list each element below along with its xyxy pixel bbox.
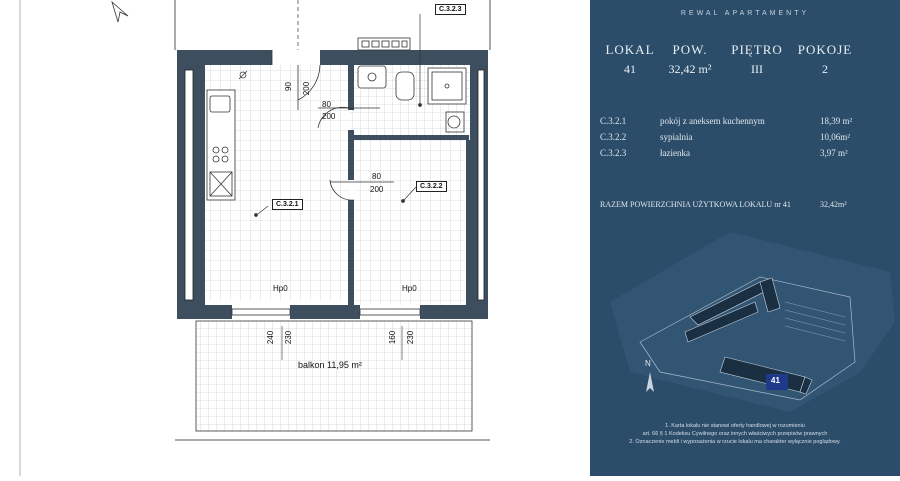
summary-lokal-value: 41 (624, 62, 636, 76)
summary-pow-value: 32,42 m² (668, 62, 712, 76)
summary-pokoje: POKOJE 2 (790, 42, 860, 77)
note-line: art. 66 § 1 Kodeksu Cywilnego oraz innyc… (642, 431, 828, 437)
note-line: 1. Karta lokalu nie stanowi oferty handl… (665, 423, 805, 429)
unit-marker (766, 374, 788, 390)
floor-plan-drawing (19, 0, 491, 476)
site-plan (610, 232, 895, 412)
unit-number-label: 41 (771, 376, 780, 385)
dim-bath-door-width: 80 (322, 100, 331, 109)
summary-pietro: PIĘTRO III (722, 42, 792, 77)
summary-pokoje-value: 2 (822, 62, 828, 76)
north-label: N (645, 359, 651, 368)
dim-window-left-a: 240 (266, 330, 276, 345)
room-label-bedroom: C.3.2.2 (416, 181, 447, 192)
summary-pow: POW. 32,42 m² (655, 42, 725, 77)
room-code: C.3.2.3 (600, 148, 627, 158)
dim-window-left-b: 230 (284, 330, 294, 345)
room-area: 10,06m² (820, 132, 850, 142)
note-line: 2. Oznaczenie mebli i wyposażenia w rzuc… (629, 439, 841, 445)
dim-window-right-a: 160 (388, 330, 398, 345)
dim-bed-door-height: 200 (370, 185, 384, 194)
summary-lokal: LOKAL 41 (595, 42, 665, 77)
summary-pietro-label: PIĘTRO (731, 42, 783, 57)
total-area-value: 32,42m² (820, 200, 847, 209)
room-label-living: C.3.2.1 (272, 199, 303, 210)
room-name: sypialnia (660, 132, 693, 142)
room-area: 18,39 m² (820, 116, 853, 126)
room-label-bathroom: C.3.2.3 (435, 4, 466, 15)
north-arrow-icon (646, 372, 654, 392)
room-code: C.3.2.1 (600, 116, 627, 126)
summary-pow-label: POW. (672, 42, 708, 57)
window-right-type: Hp0 (402, 284, 417, 293)
window-left-type: Hp0 (273, 284, 288, 293)
balcony-label: balkon 11,95 m² (298, 360, 362, 370)
total-area-row: RAZEM POWIERZCHNIA UŻYTKOWA LOKALU nr 41… (600, 200, 870, 209)
disclaimer-notes: 1. Karta lokalu nie stanowi oferty handl… (590, 422, 880, 446)
room-area: 3,97 m² (820, 148, 848, 158)
summary-pietro-value: III (751, 62, 763, 76)
dim-bath-door-height: 200 (322, 112, 336, 121)
dim-bed-door-width: 80 (372, 172, 381, 181)
room-name: łazienka (660, 148, 690, 158)
brand-name: REWAL APARTAMENTY (680, 10, 810, 17)
dim-entry-height: 200 (302, 81, 312, 96)
compass-arrow-icon (111, 0, 129, 23)
info-panel: REWAL APARTAMENTY LOKAL 41 POW. 32,42 m²… (590, 0, 900, 476)
room-name: pokój z aneksem kuchennym (660, 116, 765, 126)
summary-pokoje-label: POKOJE (797, 42, 853, 57)
floor-plan: C.3.2.3 C.3.2.1 C.3.2.2 90 200 80 200 80… (19, 0, 491, 476)
dim-window-right-b: 230 (406, 330, 416, 345)
total-area-label: RAZEM POWIERZCHNIA UŻYTKOWA LOKALU nr 41 (600, 200, 791, 209)
dim-entry-width: 90 (283, 82, 293, 91)
summary-lokal-label: LOKAL (605, 42, 655, 57)
room-code: C.3.2.2 (600, 132, 627, 142)
